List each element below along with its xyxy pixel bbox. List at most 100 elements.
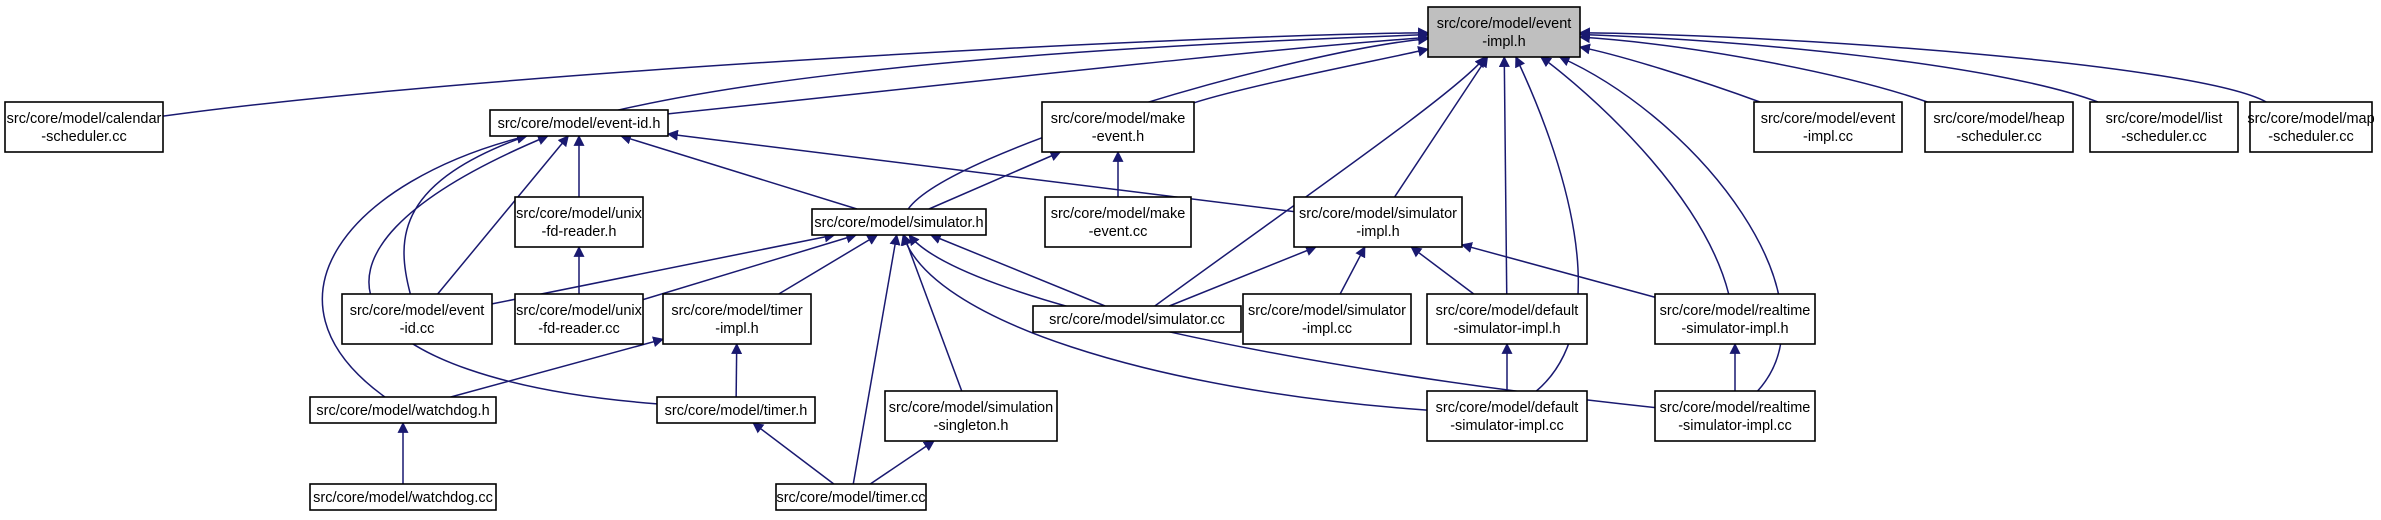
node-label-line: -scheduler.cc	[2121, 129, 2206, 145]
node-label-line: src/core/model/make	[1051, 111, 1186, 127]
file-node-timer-h[interactable]: src/core/model/timer.h	[656, 396, 816, 424]
file-node-watchdog-h[interactable]: src/core/model/watchdog.h	[309, 396, 497, 424]
include-edge-timer-h-to-event-id-h	[368, 134, 658, 405]
file-node-root[interactable]: src/core/model/event -impl.h	[1427, 6, 1581, 58]
include-edge-simulator-cc-to-root	[1154, 56, 1486, 307]
node-label-line: -impl.h	[715, 321, 759, 337]
node-label-line: -event.h	[1092, 129, 1144, 145]
node-label-line: -event.cc	[1089, 224, 1148, 240]
node-box	[1426, 390, 1588, 442]
node-label-line: src/core/model/unix	[516, 303, 642, 319]
include-edge-sim-impl-h-to-event-id-h	[666, 129, 1295, 213]
include-edge-event-id-h-to-root	[667, 32, 1430, 115]
node-label-line: src/core/model/event-id.h	[498, 116, 661, 132]
file-node-timer-impl-h[interactable]: src/core/model/timer -impl.h	[662, 293, 812, 345]
include-edge-event-id-cc-to-event-id-h	[437, 135, 569, 295]
node-box	[1427, 6, 1581, 58]
file-node-make-event-h[interactable]: src/core/model/make -event.h	[1041, 101, 1195, 153]
node-box	[1032, 305, 1242, 333]
node-box	[2089, 101, 2239, 153]
dependency-edges	[162, 27, 2267, 485]
include-edge-default-sim-cc-to-simulator-h	[900, 233, 1428, 411]
node-label-line: src/core/model/event	[350, 303, 485, 319]
node-label-line: -simulator-impl.h	[1453, 321, 1560, 337]
file-node-realtime-sim-cc[interactable]: src/core/model/realtime -simulator-impl.c…	[1654, 390, 1816, 442]
node-label-line: src/core/model/default	[1436, 400, 1579, 416]
file-node-timer-cc[interactable]: src/core/model/timer.cc	[775, 483, 927, 511]
file-node-make-event-cc[interactable]: src/core/model/make -event.cc	[1044, 196, 1192, 248]
file-node-watchdog-cc[interactable]: src/core/model/watchdog.cc	[309, 483, 497, 511]
node-label-line: -simulator-impl.h	[1681, 321, 1788, 337]
node-label-line: src/core/model/event	[1437, 16, 1572, 32]
include-edge-default-sim-h-to-sim-impl-h	[1410, 246, 1475, 295]
node-label-line: src/core/model/simulator	[1248, 303, 1406, 319]
file-node-sim-singleton-h[interactable]: src/core/model/simulation -singleton.h	[884, 390, 1058, 442]
include-edge-make-event-h-to-root	[1193, 45, 1430, 104]
file-node-simulator-h[interactable]: src/core/model/simulator.h	[811, 208, 987, 236]
include-edge-map-sched-to-root	[1578, 27, 2267, 103]
node-label-line: src/core/model/map	[2247, 111, 2374, 127]
include-edge-watchdog-h-to-event-id-h	[321, 133, 528, 398]
include-edge-list-sched-to-root	[1578, 29, 2099, 103]
file-node-cal-sched[interactable]: src/core/model/calendar-scheduler.cc	[4, 101, 164, 153]
node-label-line: src/core/model/watchdog.h	[316, 403, 489, 419]
file-node-default-sim-h[interactable]: src/core/model/default -simulator-impl.h	[1426, 293, 1588, 345]
include-edge-sim-singleton-h-to-simulator-h	[902, 233, 963, 392]
include-edge-simulator-h-to-event-id-h	[619, 133, 858, 210]
node-label-line: -scheduler.cc	[1956, 129, 2041, 145]
node-box	[341, 293, 493, 345]
node-box	[514, 196, 644, 248]
node-label-line: src/core/model/realtime	[1660, 400, 1811, 416]
file-node-map-sched[interactable]: src/core/model/map -scheduler.cc	[2247, 101, 2375, 153]
node-box	[1242, 293, 1412, 345]
file-node-simulator-cc[interactable]: src/core/model/simulator.cc	[1032, 305, 1242, 333]
node-box	[1044, 196, 1192, 248]
node-label-line: src/core/model/make	[1051, 206, 1186, 222]
node-label-line: src/core/model/default	[1436, 303, 1579, 319]
node-box	[309, 483, 497, 511]
include-edge-realtime-sim-cc-to-root	[1558, 56, 1783, 392]
node-label-line: -singleton.h	[934, 418, 1009, 434]
file-node-event-impl-cc[interactable]: src/core/model/event -impl.cc	[1753, 101, 1903, 153]
node-label-line: src/core/model/calendar	[7, 111, 162, 127]
node-label-line: -simulator-impl.cc	[1678, 418, 1792, 434]
file-node-sim-impl-cc[interactable]: src/core/model/simulator-impl.cc	[1242, 293, 1412, 345]
node-box	[1041, 101, 1195, 153]
node-label-line: src/core/model/simulation	[889, 400, 1053, 416]
node-label-line: -scheduler.cc	[2268, 129, 2353, 145]
include-edge-unix-fd-cc-to-simulator-h	[642, 232, 858, 301]
include-edge-simulator-cc-to-simulator-h	[929, 233, 1106, 307]
file-node-sim-impl-h[interactable]: src/core/model/simulator-impl.h	[1293, 196, 1463, 248]
file-node-heap-sched[interactable]: src/core/model/heap -scheduler.cc	[1924, 101, 2074, 153]
node-label-line: -impl.h	[1482, 34, 1526, 50]
include-edge-realtime-sim-h-to-sim-impl-h	[1460, 242, 1656, 298]
node-label-line: -impl.cc	[1803, 129, 1853, 145]
node-label-line: src/core/model/timer.cc	[776, 490, 925, 506]
file-node-event-id-cc[interactable]: src/core/model/event-id.cc	[341, 293, 493, 345]
include-edge-realtime-sim-h-to-root	[1539, 56, 1730, 295]
node-box	[656, 396, 816, 424]
include-edge-event-id-cc-to-simulator-h	[491, 231, 836, 305]
include-edge-heap-sched-to-root	[1578, 32, 1928, 103]
node-box	[662, 293, 812, 345]
node-label-line: -simulator-impl.cc	[1450, 418, 1564, 434]
node-label-line: -fd-reader.cc	[538, 321, 619, 337]
file-node-default-sim-cc[interactable]: src/core/model/default -simulator-impl.cc	[1426, 390, 1588, 442]
node-box	[884, 390, 1058, 442]
file-node-unix-fd-cc[interactable]: src/core/model/unix -fd-reader.cc	[514, 293, 644, 345]
include-edge-watchdog-h-to-timer-impl-h	[450, 336, 665, 398]
node-label-line: src/core/model/heap	[1933, 111, 2064, 127]
include-edge-timer-impl-h-to-simulator-h	[778, 234, 879, 295]
file-node-list-sched[interactable]: src/core/model/list-scheduler.cc	[2089, 101, 2239, 153]
node-label-line: src/core/model/event	[1761, 111, 1896, 127]
node-box	[775, 483, 927, 511]
include-edge-simulator-cc-to-sim-impl-h	[1169, 245, 1317, 307]
file-node-unix-fd-h[interactable]: src/core/model/unix-fd-reader.h	[514, 196, 644, 248]
node-box	[489, 109, 669, 137]
include-edge-sim-impl-cc-to-sim-impl-h	[1339, 246, 1366, 295]
include-edge-timer-cc-to-simulator-h	[852, 233, 901, 485]
file-node-realtime-sim-h[interactable]: src/core/model/realtime-simulator-impl.h	[1654, 293, 1816, 345]
node-box	[4, 101, 164, 153]
node-label-line: src/core/model/timer	[671, 303, 803, 319]
file-node-event-id-h[interactable]: src/core/model/event-id.h	[489, 109, 669, 137]
